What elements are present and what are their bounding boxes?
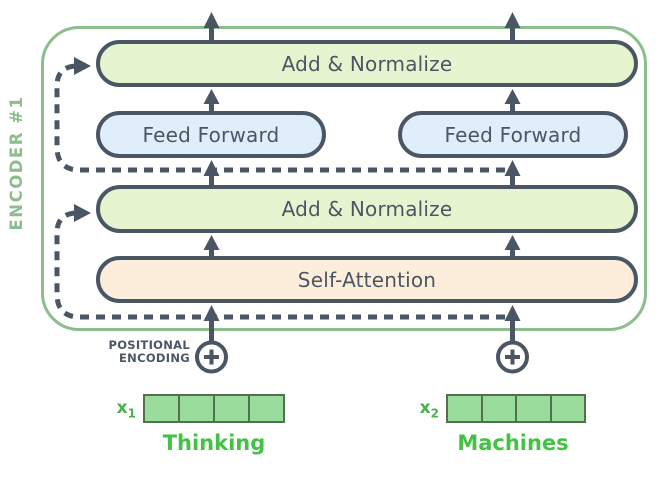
embedding-cell bbox=[480, 396, 516, 421]
embedding-cell bbox=[515, 396, 550, 421]
arrow-selfattn-to-addnorm-right bbox=[504, 235, 521, 257]
add-normalize-middle-box: Add & Normalize bbox=[96, 185, 638, 233]
input-word-machines: Machines bbox=[457, 431, 569, 455]
positional-encoding-line2: ENCODING bbox=[119, 351, 190, 365]
x2-vector-label: x2 bbox=[419, 398, 439, 421]
self-attention-label: Self-Attention bbox=[297, 267, 437, 292]
positional-encoding-label: POSITIONAL ENCODING bbox=[60, 339, 190, 365]
arrow-out-left bbox=[203, 12, 220, 41]
plus-circle-icon-right bbox=[496, 340, 529, 374]
arrow-selfattn-to-addnorm-left bbox=[203, 235, 220, 257]
arrow-ff-to-addnorm-right bbox=[504, 89, 521, 112]
arrow-input-to-selfattn-left bbox=[203, 305, 220, 342]
feed-forward-left-box: Feed Forward bbox=[96, 111, 326, 158]
embedding-cell bbox=[213, 396, 248, 421]
embedding-vector-x1 bbox=[143, 394, 285, 423]
embedding-cell bbox=[248, 396, 283, 421]
embedding-cell bbox=[178, 396, 213, 421]
add-normalize-top-box: Add & Normalize bbox=[96, 40, 638, 87]
arrow-out-right bbox=[504, 12, 521, 41]
arrow-addnorm-to-ff-right bbox=[504, 160, 521, 186]
arrow-ff-to-addnorm-left bbox=[203, 89, 220, 112]
feed-forward-right-label: Feed Forward bbox=[444, 122, 582, 147]
residual-arrowhead-upper-icon bbox=[74, 57, 91, 75]
arrow-input-to-selfattn-right bbox=[504, 305, 521, 342]
embedding-cell bbox=[549, 396, 585, 421]
add-normalize-middle-label: Add & Normalize bbox=[281, 197, 453, 221]
embedding-vector-x2 bbox=[446, 394, 586, 423]
feed-forward-left-label: Feed Forward bbox=[142, 122, 280, 147]
input-word-thinking: Thinking bbox=[162, 431, 266, 455]
add-normalize-top-label: Add & Normalize bbox=[281, 51, 453, 76]
residual-path-upper bbox=[54, 63, 505, 173]
residual-path-lower bbox=[54, 210, 505, 320]
encoder-frame bbox=[41, 26, 647, 331]
positional-encoding-line1: POSITIONAL bbox=[108, 338, 190, 352]
plus-circle-icon-left bbox=[195, 340, 228, 374]
residual-arrowhead-lower-icon bbox=[74, 204, 91, 222]
arrow-addnorm-to-ff-left bbox=[203, 160, 220, 186]
feed-forward-right-box: Feed Forward bbox=[398, 111, 628, 158]
self-attention-box: Self-Attention bbox=[96, 256, 638, 303]
x1-vector-label: x1 bbox=[116, 398, 136, 421]
